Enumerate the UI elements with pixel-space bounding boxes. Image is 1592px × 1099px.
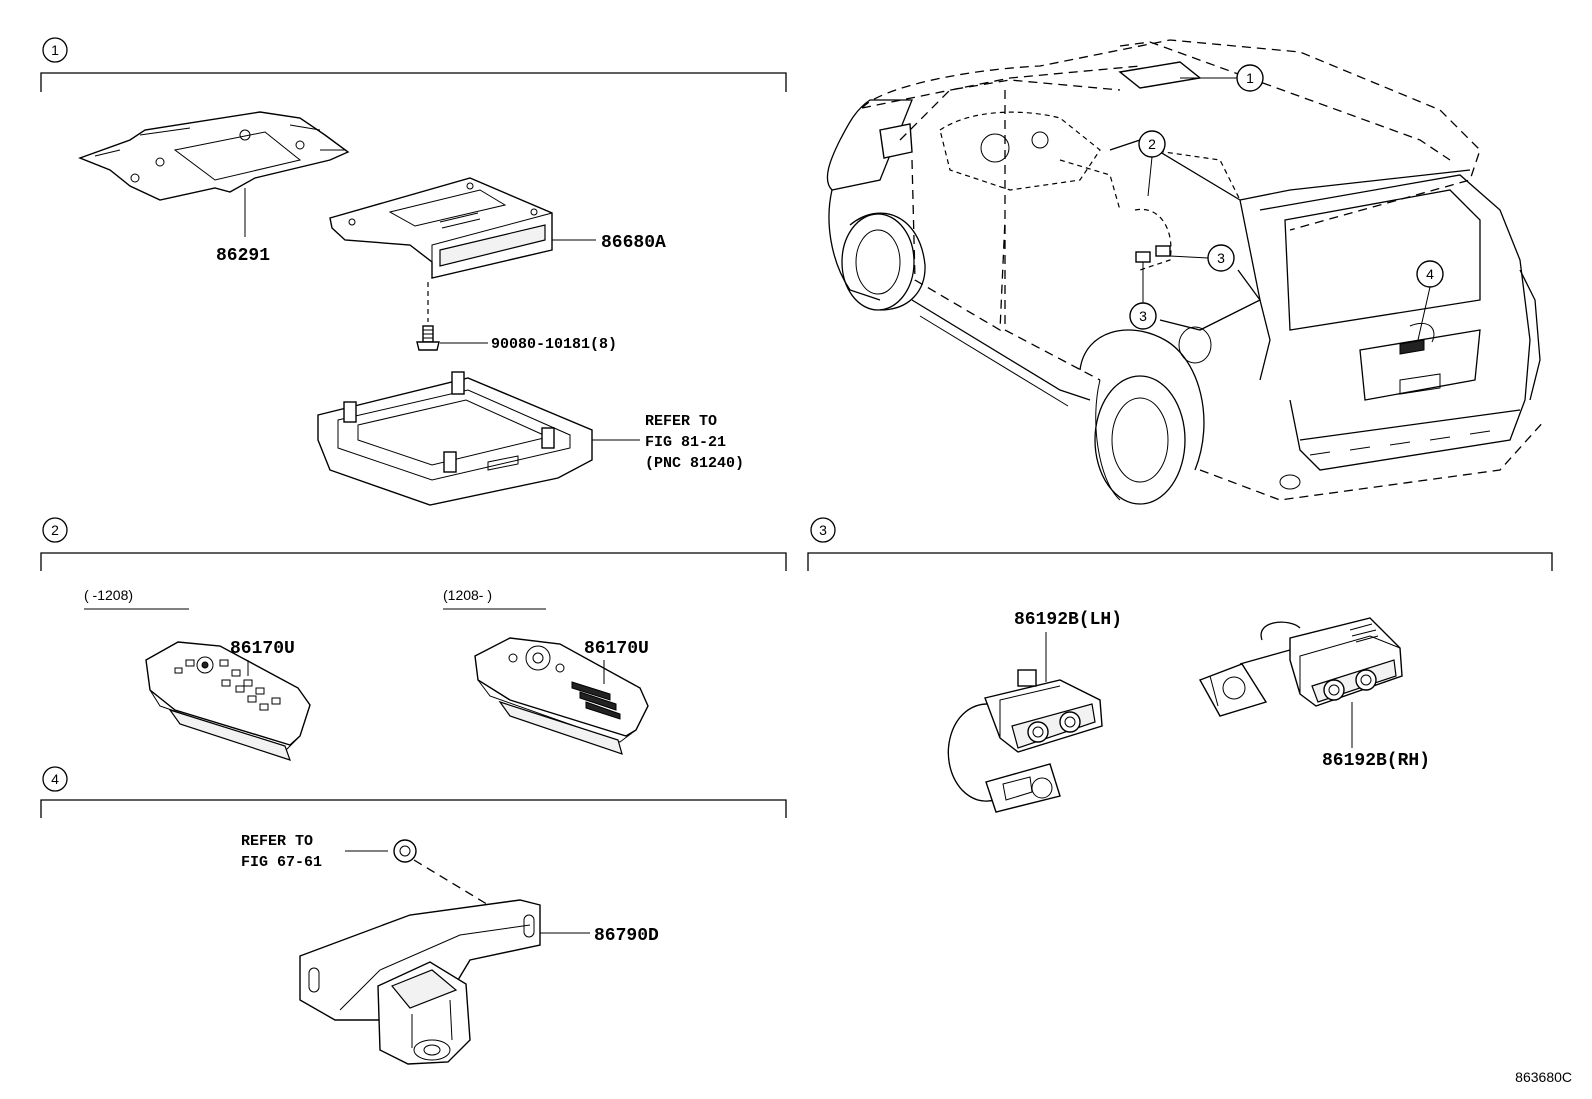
remote-control-right (474, 637, 649, 755)
label-jack-lh: 86192B(LH) (1014, 610, 1122, 630)
audio-jack-lh (947, 669, 1103, 813)
label-bolt: 90080-10181(8) (491, 336, 617, 353)
display-unit-86680A (329, 177, 553, 279)
section-3-bracket (807, 552, 1553, 571)
audio-jack-rh (1198, 617, 1403, 717)
section-1-header: 1 (40, 37, 787, 92)
label-remote-left: 86170U (230, 639, 295, 659)
vehicle-callout-4: 4 (1416, 260, 1444, 341)
refer-81-21-line2: FIG 81-21 (645, 434, 726, 451)
refer-67-61-line2: FIG 67-61 (241, 854, 322, 871)
section-2-bracket (40, 552, 787, 571)
label-86291: 86291 (216, 246, 270, 266)
label-jack-rh: 86192B(RH) (1322, 751, 1430, 771)
figure-code: 863680C (1515, 1069, 1572, 1085)
section-2-marker: 2 (51, 522, 59, 538)
camera-clip (393, 839, 417, 863)
callout-4-text: 4 (1426, 266, 1434, 282)
section-1-marker-circle (42, 37, 68, 63)
callout-3b-text: 3 (1139, 308, 1147, 324)
mounting-bracket-86291 (78, 111, 350, 201)
vehicle-callout-1: 1 (1180, 64, 1264, 92)
section-3-marker-circle (810, 517, 836, 543)
vehicle-callout-2: 2 (1138, 130, 1166, 197)
bolt-90080-10181 (416, 325, 440, 351)
refer-67-61-line1: REFER TO (241, 833, 313, 850)
vehicle-callout-3b: 3 (1129, 262, 1157, 330)
refer-81-21-line1: REFER TO (645, 413, 717, 430)
refer-81-21-line3: (PNC 81240) (645, 455, 744, 472)
section-4-header: 4 (40, 766, 787, 818)
trim-frame (317, 371, 593, 506)
section-1-bracket (40, 72, 787, 92)
vehicle-illustration (826, 39, 1546, 505)
section-4-marker: 4 (51, 771, 59, 787)
callout-2-text: 2 (1148, 136, 1156, 152)
callout-3a-text: 3 (1217, 250, 1225, 266)
range-right: (1208- ) (443, 587, 492, 603)
callout-1-text: 1 (1246, 70, 1254, 86)
remote-control-left (145, 641, 311, 761)
label-86790D: 86790D (594, 926, 659, 946)
section-2-header: 2 (40, 517, 787, 571)
vehicle-callout-3a: 3 (1169, 244, 1235, 272)
clip-guide-line (413, 859, 491, 907)
label-remote-right: 86170U (584, 639, 649, 659)
section-4-marker-circle (42, 766, 68, 792)
range-left: ( -1208) (84, 587, 133, 603)
section-2-marker-circle (42, 517, 68, 543)
section-1-marker: 1 (51, 42, 59, 58)
label-86680A: 86680A (601, 233, 666, 253)
section-3-header: 3 (807, 517, 1553, 571)
section-4-bracket (40, 799, 787, 818)
back-camera-86790D (299, 899, 541, 1065)
section-3-marker: 3 (819, 522, 827, 538)
